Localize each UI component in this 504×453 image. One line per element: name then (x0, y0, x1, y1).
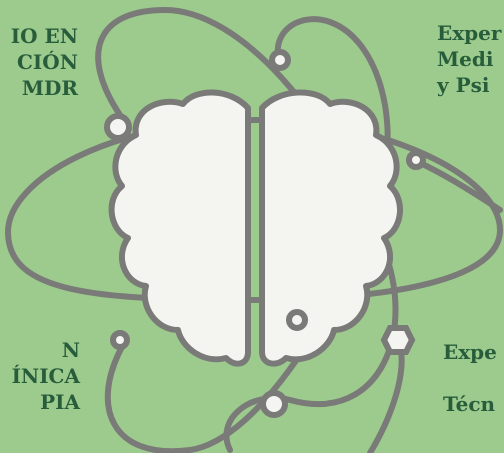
label-bottom-left-line-2: ÍNICA (11, 364, 80, 388)
node-bottom-right (380, 325, 416, 355)
orbit-ellipse-wide (4, 116, 504, 303)
orbit-nodes (104, 49, 426, 418)
atom-orbits (4, 6, 504, 453)
brain-right-hemisphere (259, 89, 404, 367)
brain-icon (108, 89, 404, 367)
label-top-right-line-2: Medi (437, 47, 494, 71)
node-right (406, 150, 426, 170)
label-top-left-line-1: IO EN (10, 24, 78, 48)
label-top-right-line-3: y Psi (437, 73, 490, 97)
orbit-connector-right (415, 159, 503, 213)
label-bottom-right-line-1: Expe (443, 340, 497, 364)
node-top-left (104, 113, 132, 141)
label-top-left-line-2: CIÓN (17, 50, 78, 74)
node-lower-center (286, 309, 308, 331)
label-bottom-left: N ÍNICA PIA (12, 337, 80, 415)
node-bottom-center (260, 390, 288, 418)
node-bottom-left (110, 330, 130, 350)
label-bottom-right: Expe Técn (443, 339, 497, 417)
brain-left-hemisphere (108, 89, 251, 367)
label-bottom-left-line-3: PIA (40, 390, 80, 414)
label-top-right-line-1: Exper (437, 21, 502, 45)
label-top-left: IO EN CIÓN MDR (11, 23, 78, 101)
label-bottom-left-line-1: N (61, 338, 80, 362)
label-top-right: Exper Medi y Psi (437, 20, 501, 98)
label-bottom-right-line-3: Técn (443, 392, 496, 416)
label-top-left-line-3: MDR (21, 76, 78, 100)
label-bottom-right-line-2 (443, 365, 497, 391)
node-top-center (269, 49, 291, 71)
